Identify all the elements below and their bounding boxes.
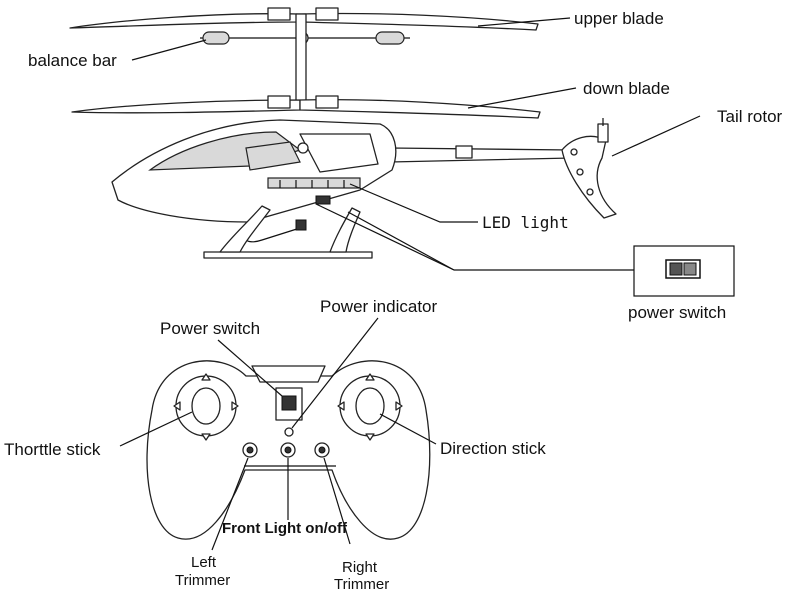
right-trimmer-leader	[323, 457, 351, 545]
power-indicator-led	[284, 427, 294, 437]
power-switch-inset	[633, 245, 735, 297]
tail-boom	[389, 145, 573, 163]
right-trimmer-label-line1: Right	[342, 559, 378, 576]
led-module	[315, 195, 331, 205]
power-switch-leader-b	[347, 211, 455, 271]
right-trimmer-label-line2: Trimmer	[334, 576, 389, 593]
remote-power-switch	[275, 387, 303, 421]
throttle-stick	[173, 373, 239, 441]
upper-blade-leader	[477, 17, 571, 27]
down-blade-label: down blade	[583, 79, 670, 98]
tail-rotor	[561, 118, 617, 219]
left-trimmer-label-line2: Trimmer	[175, 572, 230, 589]
direction-leader	[379, 413, 437, 445]
remote-leader-lines	[119, 317, 437, 551]
power-switch-leader-a	[315, 203, 455, 271]
fuselage	[111, 119, 397, 223]
heli-leader-lines	[131, 17, 701, 271]
helicopter	[69, 7, 617, 259]
power-switch-heli-label: power switch	[628, 303, 726, 322]
down-blade-leader	[467, 87, 577, 109]
direction-stick	[337, 373, 403, 441]
front-light-button	[280, 442, 296, 458]
upper-blade-label: upper blade	[574, 9, 664, 28]
power-indicator-leader	[291, 317, 379, 429]
left-trimmer-label-line1: Left	[191, 554, 217, 571]
tail-rotor-label: Tail rotor	[717, 107, 783, 126]
throttle-leader	[119, 411, 193, 447]
front-light-label: Front Light on/off	[222, 520, 348, 537]
main-shaft	[295, 13, 307, 103]
balance-bar-leader	[131, 39, 207, 61]
balance-bar-label: balance bar	[28, 51, 117, 70]
power-indicator-label: Power indicator	[320, 297, 438, 316]
left-trimmer-leader	[211, 457, 249, 551]
throttle-stick-label: Thorttle stick	[4, 440, 101, 459]
left-trimmer	[242, 442, 258, 458]
remote-control	[146, 360, 431, 540]
led-light-label: LED light	[482, 213, 569, 232]
right-trimmer	[314, 442, 330, 458]
power-switch-remote-label: Power switch	[160, 319, 260, 338]
down-blade	[71, 95, 541, 119]
upper-blade	[69, 7, 539, 31]
led-light-leader	[349, 183, 478, 223]
direction-stick-label: Direction stick	[440, 439, 546, 458]
landing-skid	[203, 205, 373, 259]
power-switch-leader	[217, 339, 283, 397]
tail-rotor-leader	[611, 115, 701, 157]
connector	[295, 219, 307, 231]
